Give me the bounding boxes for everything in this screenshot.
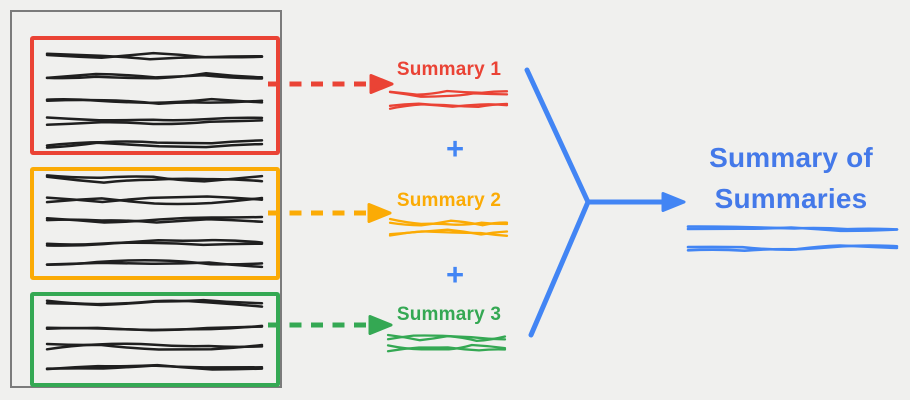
reduce-merge-arrow <box>524 67 686 338</box>
map-arrow-3 <box>268 315 393 335</box>
summary-3-label: Summary 3 <box>396 304 502 325</box>
final-summary-label: Summary of Summaries <box>686 137 896 219</box>
arrowhead-icon <box>661 192 686 212</box>
summary-1-scribble <box>388 89 509 110</box>
plus-operator-2: + <box>445 257 465 292</box>
map-arrow-1 <box>268 74 394 94</box>
plus-operator-1: + <box>445 131 465 166</box>
final-summary-line2: Summaries <box>714 183 868 214</box>
summary-1-label: Summary 1 <box>396 59 502 80</box>
summary-3-scribble <box>386 333 507 353</box>
document-chunk-3 <box>30 292 280 387</box>
final-summary-line1: Summary of <box>709 142 873 173</box>
chunk-1-text-lines <box>45 51 264 149</box>
chunk-2-text-lines <box>45 174 264 269</box>
summary-2-scribble <box>388 217 509 237</box>
document-chunk-2 <box>30 167 280 280</box>
document-chunk-1 <box>30 36 280 155</box>
summary-2-label: Summary 2 <box>396 190 502 211</box>
source-document <box>10 10 282 388</box>
map-arrow-2 <box>268 203 392 223</box>
final-summary-scribble <box>686 225 899 253</box>
chunk-3-text-lines <box>45 298 264 371</box>
